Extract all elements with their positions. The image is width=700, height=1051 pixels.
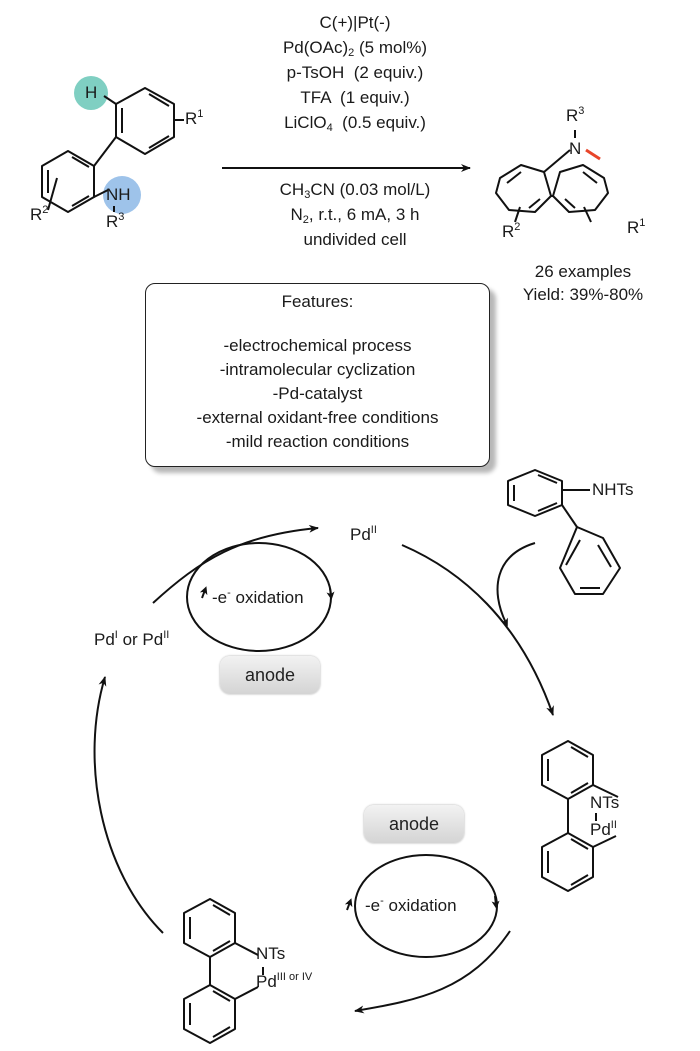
- substrate-ring-upper: [103, 87, 175, 155]
- product-r2: R2: [502, 222, 520, 242]
- pd1-a: Pd: [94, 630, 115, 649]
- substrate-nhts: NHTs: [592, 480, 634, 499]
- arrow-int2-to-pd1: [93, 676, 164, 934]
- electrolyte-sub: 4: [326, 122, 333, 134]
- pd2-base: Pd: [350, 525, 371, 544]
- examples-count: 26 examples: [534, 262, 632, 281]
- condition-catalyst: Pd(OAc)2 (5 mol%): [225, 35, 485, 60]
- conditions-above: C(+)|Pt(-) Pd(OAc)2 (5 mol%) p-TsOH (2 e…: [225, 10, 485, 135]
- h-highlight: [74, 76, 108, 110]
- atm-sub: 2: [302, 214, 309, 226]
- product-carbazole: [495, 130, 609, 223]
- int1-pd-base: Pd: [590, 820, 611, 839]
- int1-pd-sup: II: [610, 819, 617, 831]
- feature-item: -external oxidant-free conditions: [196, 408, 439, 427]
- solvent-sub: 3: [304, 189, 311, 201]
- p-r1-sup: 1: [639, 217, 646, 229]
- feature-item: -electrochemical process: [223, 336, 412, 355]
- p-r2-text: R: [502, 222, 515, 241]
- p-r3-sup: 3: [578, 105, 585, 117]
- pd2-label: PdII: [350, 525, 377, 545]
- solvent-a: CH: [279, 180, 305, 199]
- r2-sup: 2: [42, 204, 49, 216]
- new-bond: [585, 148, 601, 161]
- r2-text: R: [30, 205, 43, 224]
- feature-item: -mild reaction conditions: [225, 432, 410, 451]
- arrow-pd2-to-intermediate1: [401, 544, 554, 716]
- ox-top-b: oxidation: [230, 588, 304, 607]
- catalyst-name: Pd(OAc): [282, 38, 349, 57]
- int2-pd-base: Pd: [256, 972, 277, 991]
- pd1-b-sup: II: [163, 629, 170, 641]
- yield-range: Yield: 39%-80%: [522, 285, 644, 304]
- int1-pd: PdII: [590, 820, 617, 840]
- arrow-pd1-to-pd2: [152, 524, 319, 604]
- catalyst-sub: 2: [348, 47, 355, 59]
- int2-pd: PdIII or IV: [256, 972, 312, 992]
- r3-sup: 3: [118, 211, 125, 223]
- int1-nts: NTs: [590, 793, 620, 812]
- condition-acid: p-TsOH (2 equiv.): [286, 63, 424, 82]
- product-r1: R1: [627, 218, 645, 238]
- condition-electrodes: C(+)|Pt(-): [319, 13, 391, 32]
- ox-top-a: -e: [212, 588, 228, 607]
- p-r3-text: R: [566, 106, 579, 125]
- pd1-a-sup: I: [114, 629, 118, 641]
- electrolyte-amount: (0.5 equiv.): [342, 113, 426, 132]
- nh-highlight: [103, 176, 141, 214]
- oxidation-label-bottom: -e- oxidation: [365, 896, 457, 916]
- int2-nts: NTs: [256, 944, 286, 963]
- catalyst-loading: (5 mol%): [354, 38, 428, 57]
- conditions-below: CH3CN (0.03 mol/L) N2, r.t., 6 mA, 3 h u…: [225, 177, 485, 252]
- ox-bot-sup: -: [380, 895, 384, 907]
- substrate-ring-lower: [41, 136, 117, 213]
- features-list: -electrochemical process -intramolecular…: [146, 334, 489, 454]
- pd1-or-pd2-label: PdI or PdII: [94, 630, 169, 650]
- condition-electrolyte: LiClO4 (0.5 equiv.): [225, 110, 485, 135]
- nhts-substrate: [507, 469, 621, 595]
- substrate-r1: R1: [185, 109, 203, 129]
- substrate-r3: R3: [106, 212, 124, 232]
- features-box: Features: -electrochemical process -intr…: [145, 283, 490, 467]
- substrate-r2: R2: [30, 205, 48, 225]
- solvent-b: CN (0.03 mol/L): [310, 180, 431, 199]
- product-r3: R3: [566, 106, 584, 126]
- intermediate1-palladacycle: [541, 740, 619, 892]
- intermediate2-palladacycle: [183, 898, 264, 1044]
- ox-bot-a: -e: [365, 896, 381, 915]
- substrate-h: H: [85, 83, 98, 102]
- p-r2-sup: 2: [514, 221, 521, 233]
- ox-bot-b: oxidation: [383, 896, 457, 915]
- features-title: Features:: [281, 292, 354, 311]
- pd1-mid: or Pd: [117, 630, 164, 649]
- substrate-nh: NH: [106, 185, 131, 204]
- ox-top-sup: -: [227, 587, 231, 599]
- electrolyte-name: LiClO: [284, 113, 327, 132]
- feature-item: -Pd-catalyst: [272, 384, 363, 403]
- p-r1-text: R: [627, 218, 640, 237]
- r1-sup: 1: [197, 108, 204, 120]
- condition-tfa: TFA (1 equiv.): [300, 88, 410, 107]
- feature-item: -intramolecular cyclization: [219, 360, 416, 379]
- condition-solvent: CH3CN (0.03 mol/L): [225, 177, 485, 202]
- atm-b: , r.t., 6 mA, 3 h: [308, 205, 420, 224]
- anode-badge-top: anode: [220, 656, 320, 694]
- pd2-sup: II: [370, 524, 377, 536]
- arrow-substrate-in: [496, 542, 536, 627]
- condition-atmosphere: N2, r.t., 6 mA, 3 h: [225, 202, 485, 227]
- r3-text: R: [106, 212, 119, 231]
- r1-text: R: [185, 109, 198, 128]
- oxidation-label-top: -e- oxidation: [212, 588, 304, 608]
- arrow-int1-to-int2: [354, 930, 511, 1014]
- atm-a: N: [290, 205, 303, 224]
- product-n: N: [569, 139, 582, 158]
- condition-cell: undivided cell: [303, 230, 407, 249]
- anode-badge-bottom: anode: [364, 805, 464, 843]
- int2-pd-sup: III or IV: [276, 971, 313, 983]
